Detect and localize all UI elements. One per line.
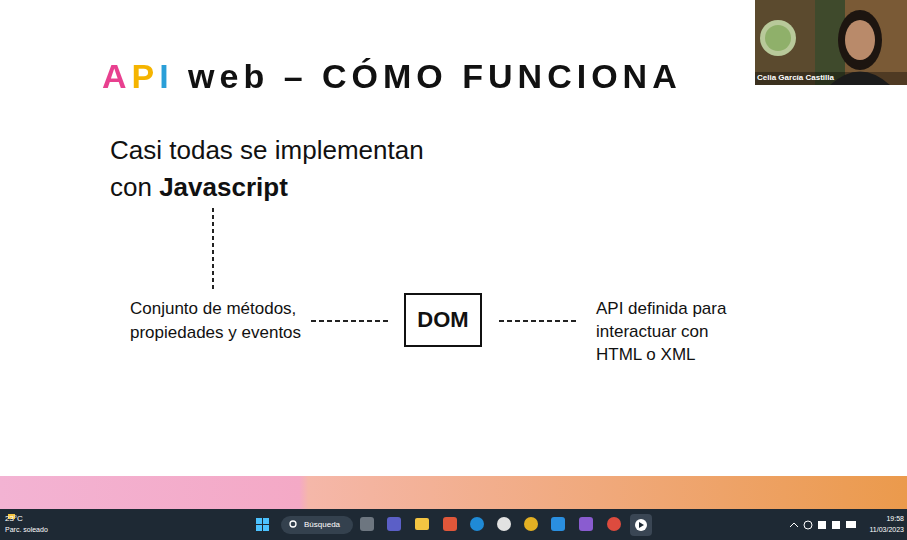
weather-temp: 23°C bbox=[5, 514, 23, 524]
dashed-line bbox=[499, 320, 577, 322]
description-label: Conjunto de métodos, propiedades y event… bbox=[130, 297, 312, 345]
slide-title: API web – CÓMO FUNCIONA bbox=[102, 56, 682, 96]
taskbar bbox=[0, 509, 907, 540]
taskbar-icons bbox=[8, 514, 856, 536]
dom-box: DOM bbox=[404, 293, 482, 347]
intro-keyword: Javascript bbox=[159, 172, 288, 202]
dashed-line bbox=[311, 320, 388, 322]
box-label: DOM bbox=[417, 307, 468, 333]
search-label: Búsqueda bbox=[304, 519, 340, 530]
dashed-line bbox=[212, 208, 214, 292]
weather-text: Parc. soleado bbox=[5, 525, 48, 535]
clock-time: 19:58 bbox=[886, 514, 904, 524]
clock-date: 11/03/2023 bbox=[869, 525, 904, 535]
participant-name: Celia García Castilla bbox=[757, 72, 834, 84]
box-text-group: DOM bbox=[417, 307, 468, 333]
description-label: API definida para interactuar con HTML o… bbox=[596, 297, 746, 366]
slide-band bbox=[0, 476, 907, 509]
intro-text: Casi todas se implementan con Javascript bbox=[110, 132, 455, 206]
webcam-view bbox=[755, 0, 907, 85]
